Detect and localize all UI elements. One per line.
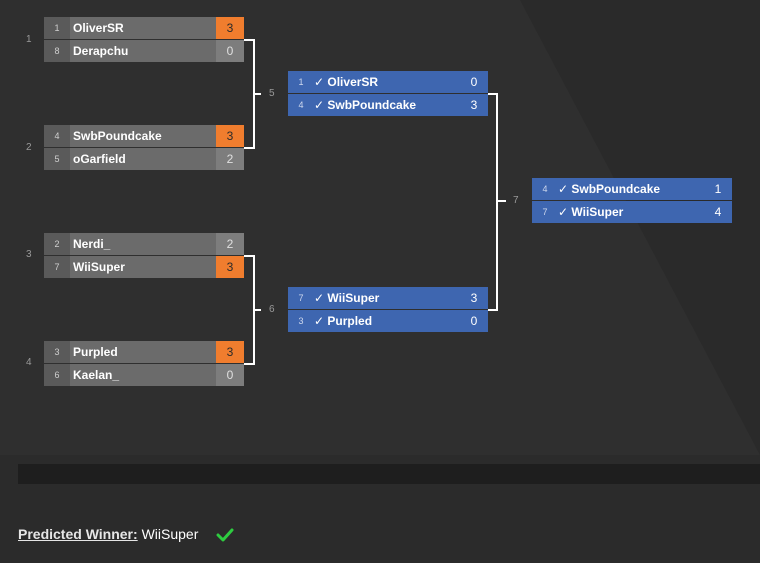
seed: 7	[44, 256, 70, 278]
match-slot[interactable]: 8 Derapchu 0	[44, 40, 244, 62]
bracket-connector	[488, 93, 498, 311]
seed: 5	[44, 148, 70, 170]
match-number: 6	[269, 304, 275, 315]
match-6[interactable]: 7 ✓ WiiSuper 3 3 ✓ Purpled 0	[288, 287, 488, 332]
player-name: ✓ WiiSuper	[314, 291, 380, 305]
seed: 6	[44, 364, 70, 386]
player-name: OliverSR	[73, 21, 124, 35]
player-name: Derapchu	[73, 44, 129, 58]
match-slot[interactable]: 7 WiiSuper 3	[44, 256, 244, 278]
score: 0	[216, 364, 244, 386]
horizontal-scrollbar[interactable]	[18, 464, 760, 484]
match-5[interactable]: 1 ✓ OliverSR 0 4 ✓ SwbPoundcake 3	[288, 71, 488, 116]
player-name: WiiSuper	[73, 260, 125, 274]
seed: 8	[44, 40, 70, 62]
match-4[interactable]: 3 Purpled 3 6 Kaelan_ 0	[44, 341, 244, 386]
match-1[interactable]: 1 OliverSR 3 8 Derapchu 0	[44, 17, 244, 62]
match-number: 1	[26, 34, 32, 45]
score: 0	[216, 40, 244, 62]
score: 3	[216, 256, 244, 278]
player-name: oGarfield	[73, 152, 126, 166]
match-3[interactable]: 2 Nerdi_ 2 7 WiiSuper 3	[44, 233, 244, 278]
match-number: 4	[26, 357, 32, 368]
match-slot[interactable]: 1 ✓ OliverSR 0	[288, 71, 488, 93]
seed: 4	[542, 184, 548, 194]
seed: 4	[44, 125, 70, 147]
match-number: 3	[26, 249, 32, 260]
score: 1	[714, 182, 722, 196]
check-icon	[216, 528, 234, 542]
player-name: Purpled	[73, 345, 118, 359]
predicted-winner-name: WiiSuper	[141, 526, 199, 542]
match-number: 5	[269, 88, 275, 99]
match-slot[interactable]: 4 ✓ SwbPoundcake 3	[288, 94, 488, 116]
score: 0	[470, 75, 478, 89]
player-name: ✓ SwbPoundcake	[314, 98, 417, 112]
seed: 4	[298, 100, 304, 110]
score: 3	[216, 17, 244, 39]
match-slot[interactable]: 7 ✓ WiiSuper 3	[288, 287, 488, 309]
match-slot[interactable]: 4 SwbPoundcake 3	[44, 125, 244, 147]
match-slot[interactable]: 6 Kaelan_ 0	[44, 364, 244, 386]
match-slot[interactable]: 7 ✓ WiiSuper 4	[532, 201, 732, 223]
match-slot[interactable]: 2 Nerdi_ 2	[44, 233, 244, 255]
player-name: ✓ SwbPoundcake	[558, 182, 661, 196]
match-slot[interactable]: 4 ✓ SwbPoundcake 1	[532, 178, 732, 200]
player-name: ✓ Purpled	[314, 314, 373, 328]
match-2[interactable]: 4 SwbPoundcake 3 5 oGarfield 2	[44, 125, 244, 170]
match-slot[interactable]: 3 ✓ Purpled 0	[288, 310, 488, 332]
score: 3	[216, 341, 244, 363]
match-slot[interactable]: 5 oGarfield 2	[44, 148, 244, 170]
score: 2	[216, 233, 244, 255]
seed: 3	[298, 316, 304, 326]
score: 3	[470, 291, 478, 305]
predicted-winner-label: Predicted Winner:	[18, 526, 138, 542]
score: 3	[216, 125, 244, 147]
player-name: Nerdi_	[73, 237, 111, 251]
bracket-connector	[253, 93, 261, 95]
seed: 3	[44, 341, 70, 363]
match-number: 2	[26, 142, 32, 153]
score: 2	[216, 148, 244, 170]
tournament-bracket: 1 1 OliverSR 3 8 Derapchu 0 2 4 SwbPound…	[26, 17, 732, 386]
bracket-connector	[253, 309, 261, 311]
seed: 7	[542, 207, 548, 217]
player-name: Kaelan_	[73, 368, 120, 382]
seed: 7	[298, 293, 304, 303]
seed: 1	[298, 77, 304, 87]
score: 0	[470, 314, 478, 328]
seed: 2	[44, 233, 70, 255]
match-slot[interactable]: 1 OliverSR 3	[44, 17, 244, 39]
match-number: 7	[513, 195, 519, 206]
player-name: ✓ OliverSR	[314, 75, 379, 89]
match-slot[interactable]: 3 Purpled 3	[44, 341, 244, 363]
match-7-final[interactable]: 4 ✓ SwbPoundcake 1 7 ✓ WiiSuper 4	[532, 178, 732, 223]
score: 3	[470, 98, 478, 112]
player-name: SwbPoundcake	[73, 129, 162, 143]
seed: 1	[44, 17, 70, 39]
score: 4	[714, 205, 722, 219]
player-name: ✓ WiiSuper	[558, 205, 624, 219]
predicted-winner: Predicted Winner: WiiSuper	[18, 526, 198, 542]
bracket-connector	[496, 200, 506, 202]
